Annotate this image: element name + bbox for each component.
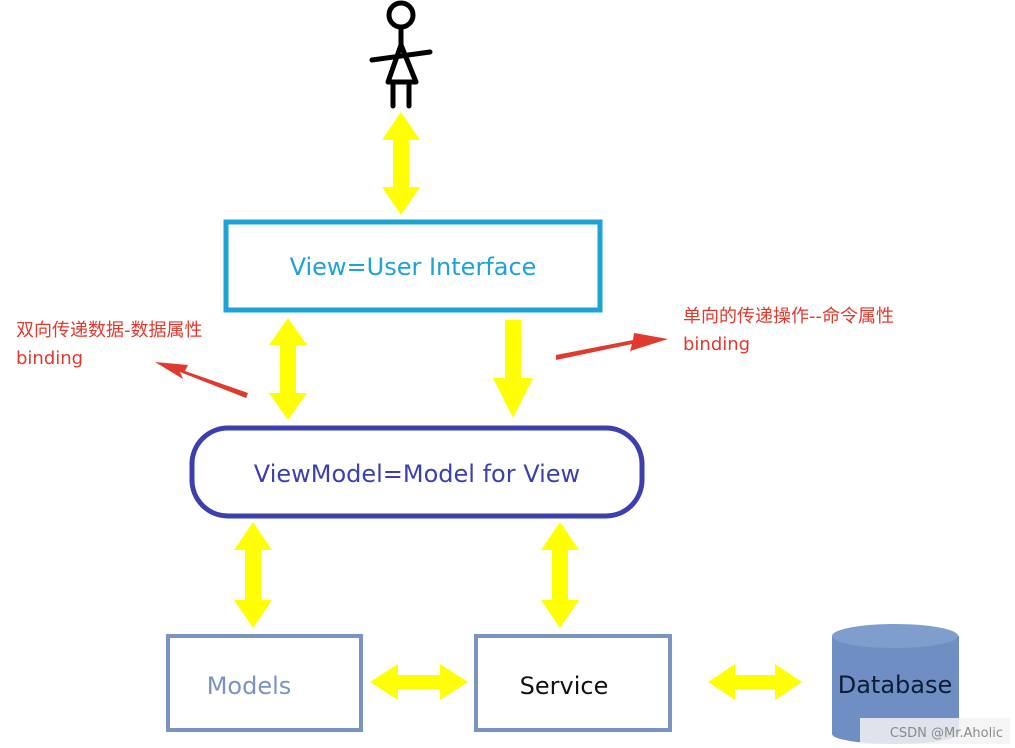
database-label: Database [838, 671, 953, 699]
left-annotation-arrow [155, 362, 248, 398]
arrow-user-view [382, 112, 420, 215]
left-annotation-line1: 双向传递数据-数据属性 [16, 320, 203, 341]
arrow-view-viewmodel-command [493, 320, 533, 418]
view-label: View=User Interface [290, 253, 537, 281]
models-label: Models [207, 672, 292, 700]
models-node: Models [166, 634, 363, 732]
view-node: View=User Interface [223, 219, 603, 313]
service-label: Service [520, 672, 609, 700]
arrow-service-database [708, 664, 802, 700]
user-figure-icon [369, 0, 433, 109]
service-node: Service [474, 634, 672, 732]
right-annotation-line2: binding [683, 334, 750, 355]
viewmodel-label: ViewModel=Model for View [254, 460, 580, 488]
watermark: CSDN @Mr.Aholic [890, 726, 1003, 741]
right-annotation-line1: 单向的传递操作--命令属性 [683, 306, 894, 327]
arrows [234, 112, 802, 700]
right-annotation: 单向的传递操作--命令属性 binding [556, 306, 894, 360]
left-annotation-line2: binding [16, 348, 83, 369]
left-annotation: 双向传递数据-数据属性 binding [16, 320, 248, 398]
arrow-models-service [370, 664, 468, 700]
viewmodel-node: ViewModel=Model for View [189, 425, 645, 519]
arrow-view-viewmodel-bidirectional [269, 318, 307, 420]
arrow-viewmodel-models [234, 522, 272, 628]
right-annotation-arrow [556, 333, 668, 360]
arrow-viewmodel-service [541, 522, 579, 628]
watermark-background [860, 718, 1010, 744]
